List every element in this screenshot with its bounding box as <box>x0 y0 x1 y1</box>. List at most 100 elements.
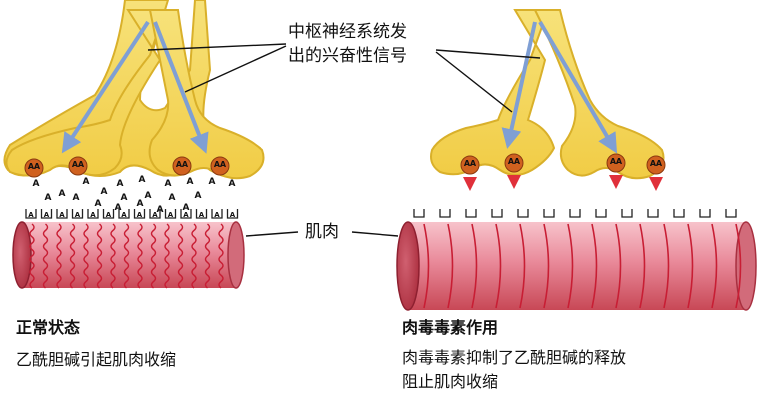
receptor-left-a-0: A <box>28 211 34 219</box>
vesicle-left-3 <box>210 156 230 176</box>
acetylcholine-8: A <box>209 177 216 187</box>
acetylcholine-10: A <box>45 193 52 203</box>
receptor-left-a-13: A <box>230 211 236 219</box>
receptor-right-5 <box>543 209 555 218</box>
muscle-left <box>12 221 245 289</box>
acetylcholine-17: A <box>115 203 122 213</box>
fiber-right-12 <box>711 223 718 309</box>
acetylcholine-4: A <box>117 179 124 189</box>
fiber-left-12 <box>191 223 197 289</box>
vesicle-right-1 <box>504 153 524 173</box>
muscle-right <box>396 221 757 311</box>
receptor-right-4 <box>517 209 529 218</box>
vesicle-left-b-0: A <box>34 162 41 171</box>
vesicle-right-a-3: A <box>650 159 657 168</box>
fiber-left-1 <box>42 223 49 289</box>
signal-arrow-right-b <box>538 20 618 154</box>
fiber-left-10 <box>164 223 170 289</box>
signal-label: 中枢神经系统发 出的兴奋性信号 <box>288 20 407 68</box>
acetylcholine-9: A <box>229 179 236 189</box>
fiber-right-5 <box>543 223 550 309</box>
receptor-left-a-3: A <box>75 211 81 219</box>
vesicle-left-b-3: A <box>220 160 227 169</box>
muscle-right-end-left <box>396 221 420 311</box>
receptor-left-7 <box>133 209 146 219</box>
fiber-right-6 <box>567 223 574 309</box>
fiber-right-2 <box>471 223 478 309</box>
leader-signal-right <box>435 49 541 59</box>
fiber-left-6 <box>110 223 116 289</box>
leader-muscle-right <box>351 231 399 237</box>
signal-arrow-left-a <box>61 20 150 154</box>
vesicle-left-1 <box>68 156 88 176</box>
fiber-left-7 <box>123 223 130 289</box>
fiber-right-8 <box>615 223 622 309</box>
muscle-right-end-right <box>735 221 757 311</box>
receptor-right-2 <box>465 209 477 218</box>
receptor-right-11 <box>699 209 711 218</box>
receptor-left-a-4: A <box>90 211 96 219</box>
fiber-left-11 <box>177 223 184 289</box>
receptor-left-a-11: A <box>199 211 205 219</box>
fiber-left-4 <box>83 223 89 289</box>
receptor-left-a-2: A <box>59 211 65 219</box>
toxin-wedge-0 <box>463 177 477 191</box>
vesicle-left-b-2: A <box>182 160 189 169</box>
vesicle-right-a-2: A <box>610 157 617 166</box>
acetylcholine-13: A <box>121 193 128 203</box>
fiber-right-7 <box>591 223 598 309</box>
panel-toxin-description: 肉毒毒素抑制了乙酰胆碱的释放 阻止肌肉收缩 <box>402 346 662 394</box>
receptor-left-3 <box>71 209 84 219</box>
vesicle-left-a-0: A <box>28 162 35 171</box>
receptor-left-6 <box>118 209 130 219</box>
receptor-left-a-10: A <box>183 211 189 219</box>
vesicle-right-b-1: A <box>514 157 521 166</box>
vesicle-right-b-2: A <box>616 157 623 166</box>
fiber-left-9 <box>150 223 157 289</box>
receptor-left-2 <box>56 209 68 219</box>
receptor-left-10 <box>180 209 192 219</box>
receptor-left-a-8: A <box>152 211 158 219</box>
fiber-right-3 <box>495 223 502 309</box>
panel-normal-title: 正常状态 <box>16 318 81 337</box>
acetylcholine-7: A <box>187 177 194 187</box>
receptor-right-0 <box>413 209 425 218</box>
toxin-wedge-1 <box>507 175 521 189</box>
vesicle-right-0 <box>460 155 480 175</box>
receptor-left-9 <box>164 209 177 219</box>
fiber-right-10 <box>663 223 670 309</box>
vesicle-right-a-0: A <box>464 159 471 168</box>
muscle-label: 肌肉 <box>305 222 339 242</box>
right-axon-branch-a <box>430 9 556 176</box>
signal-arrow-right-a <box>501 21 537 149</box>
receptor-left-5 <box>102 209 115 219</box>
fiber-right-9 <box>639 223 646 309</box>
receptor-left-a-9: A <box>168 211 174 219</box>
vesicle-right-b-3: A <box>656 159 663 168</box>
acetylcholine-3: A <box>101 187 108 197</box>
muscle-right-body <box>408 222 748 310</box>
fiber-right-0 <box>423 223 430 309</box>
toxin-wedge-2 <box>609 175 623 189</box>
acetylcholine-2: A <box>83 177 90 187</box>
receptor-right-12 <box>725 209 737 218</box>
panel-toxin-description-line2: 阻止肌肉收缩 <box>402 372 499 391</box>
receptor-right-3 <box>491 209 503 218</box>
acetylcholine-14: A <box>145 191 152 201</box>
muscle-right-fibers <box>423 223 742 309</box>
acetylcholine-15: A <box>169 193 176 203</box>
acetylcholine-5: A <box>139 175 146 185</box>
signal-label-line2: 出的兴奋性信号 <box>288 46 407 66</box>
fiber-left-5 <box>96 223 103 289</box>
receptor-left-0 <box>25 209 37 219</box>
receptor-left-1 <box>40 209 53 219</box>
receptor-right-10 <box>673 209 685 218</box>
panel-toxin-title: 肉毒毒素作用 <box>402 318 499 337</box>
receptor-left-13 <box>226 209 239 219</box>
receptor-right-7 <box>595 209 607 218</box>
fiber-right-1 <box>447 223 454 309</box>
receptor-left-11 <box>195 209 208 219</box>
receptor-right-8 <box>621 209 633 218</box>
